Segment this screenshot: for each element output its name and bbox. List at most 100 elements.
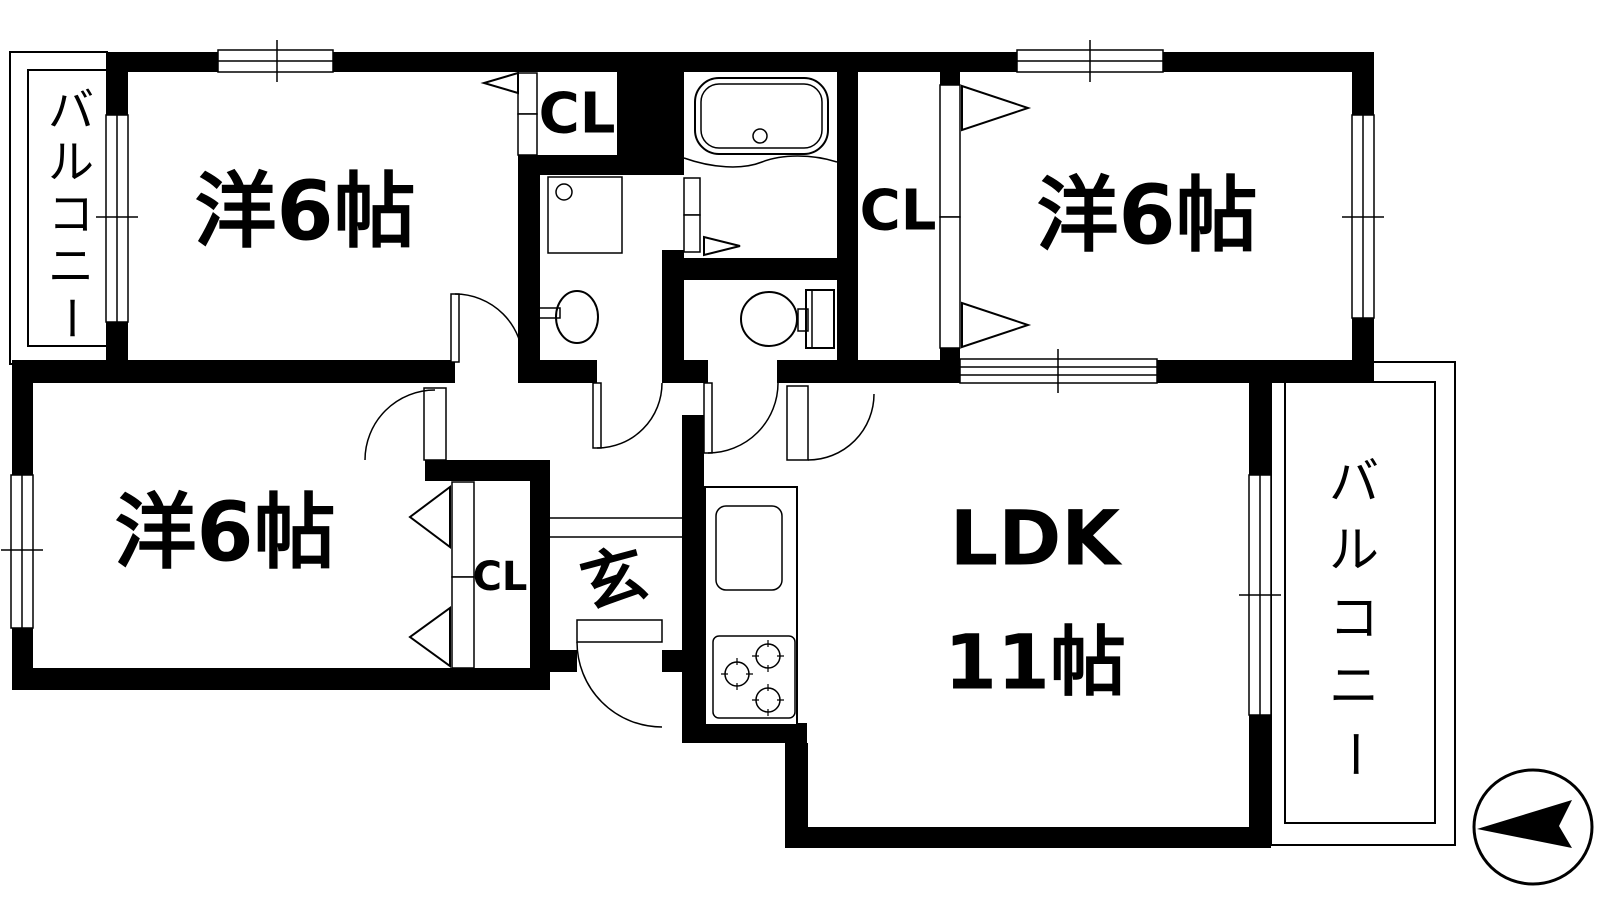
room-label-ldk-size: 11帖 [944, 618, 1126, 707]
bathtub-outer [694, 77, 829, 155]
door-toilet [703, 382, 779, 454]
wall-segment [550, 650, 577, 672]
door-swing-arc [364, 389, 436, 461]
closet-door-panel [451, 481, 475, 578]
door-swing-arc [454, 293, 524, 363]
balcony-left-label: バ ル コ ニ ー [44, 83, 98, 341]
door-swing-arc [707, 382, 779, 454]
open-direction-triangle [480, 71, 519, 95]
wall-segment [12, 668, 550, 690]
toilet-tank [805, 289, 835, 349]
window-left-balcony-door [96, 114, 138, 323]
closet-door-panel [939, 216, 961, 349]
balcony-left-char: バ [48, 83, 94, 137]
doors [364, 293, 875, 728]
wall-segment [525, 360, 597, 383]
wall-segment [837, 72, 858, 383]
bathtub-drain [752, 128, 768, 144]
wall-segment [777, 360, 960, 383]
stove-burner-ticks [721, 640, 784, 716]
walls [12, 52, 1374, 848]
wall-segment [940, 52, 960, 85]
bathtub-icon [683, 77, 838, 168]
washbasin-tap [537, 307, 561, 319]
kitchen-sink [715, 505, 783, 591]
room-label-top-left: 洋6帖 [194, 165, 415, 260]
balcony-left-char: コ [48, 187, 94, 241]
wall-segment [107, 52, 128, 115]
door-direction-triangles [408, 71, 1032, 668]
wall-segment [785, 743, 808, 848]
door-leaf [592, 382, 602, 449]
compass-needle [1477, 800, 1572, 848]
door-bedroom-bottom-left [364, 387, 447, 461]
wall-segment [785, 827, 1271, 848]
closet-door-panel [517, 72, 538, 115]
door-leaf [786, 385, 809, 461]
open-direction-triangle [703, 235, 741, 257]
door-swing-arc [576, 641, 663, 728]
entrance-label: 玄 [574, 536, 655, 624]
washer-drain [555, 183, 573, 201]
door-leaf [450, 293, 460, 363]
room-label-bottom-left: 洋6帖 [114, 486, 335, 581]
wall-segment [684, 258, 837, 280]
toilet-icon [740, 289, 835, 349]
window-ldk-balcony-door [1239, 474, 1281, 716]
window-top-left-room [217, 40, 334, 82]
wall-segment [662, 360, 708, 383]
wall-segment [12, 362, 33, 475]
wall-segment [1163, 52, 1374, 72]
wall-segment [1249, 715, 1271, 848]
window-bottom-left-room [1, 474, 43, 629]
wall-segment [107, 52, 218, 72]
toilet-bowl [740, 291, 798, 347]
balcony-right-char: バ [1329, 453, 1379, 511]
closet-door-panel [517, 113, 538, 156]
closet-doors [451, 72, 961, 669]
wall-segment [617, 52, 684, 175]
north-arrow-icon [1472, 768, 1594, 886]
washing-machine-pan-icon [547, 176, 623, 254]
balcony-right-label: バ ル コ ニ ー [1325, 453, 1383, 779]
wall-segment [1249, 383, 1271, 475]
door-ldk [786, 385, 875, 461]
open-direction-triangle [961, 301, 1032, 349]
wall-segment [530, 481, 550, 672]
washer-pan [547, 176, 623, 254]
balcony-left-char: ー [44, 295, 98, 341]
wall-segment [682, 415, 704, 743]
door-bedroom-top-left [450, 293, 524, 363]
wall-segment [1352, 52, 1374, 115]
toilet-hinge [797, 308, 809, 332]
balcony-right-char: コ [1329, 589, 1379, 647]
wall-segment [518, 155, 540, 383]
kitchen-unit [704, 486, 798, 726]
wall-segment [1157, 360, 1374, 383]
window-top-right-room [1016, 40, 1164, 82]
room-label-top-right: 洋6帖 [1036, 169, 1257, 264]
washbasin-icon [537, 290, 599, 344]
wall-segment [518, 155, 684, 175]
door-washroom [592, 382, 663, 449]
labels: 洋6帖 洋6帖 洋6帖 LDK 11帖 CL CL CL 玄 バ ル コ ニ ー… [44, 82, 1383, 780]
bathtub-inner [700, 83, 823, 149]
closet-label-right: CL [860, 179, 937, 244]
entrance-step [550, 517, 682, 538]
open-direction-triangle [408, 606, 451, 668]
wall-segment [662, 650, 682, 672]
door-leaf [703, 382, 713, 454]
wall-segment [682, 723, 807, 743]
wall-segment [12, 628, 33, 690]
open-direction-triangle [408, 485, 451, 549]
balcony-right-char: ニ [1329, 657, 1379, 715]
open-direction-triangle [961, 84, 1032, 132]
wall-segment [662, 250, 684, 383]
door-entrance [576, 619, 663, 728]
balcony-left-char: ル [48, 135, 94, 189]
balcony-left-char: ニ [48, 239, 94, 293]
wall-segment [12, 360, 455, 383]
bathtub-edge-wave [683, 155, 838, 168]
